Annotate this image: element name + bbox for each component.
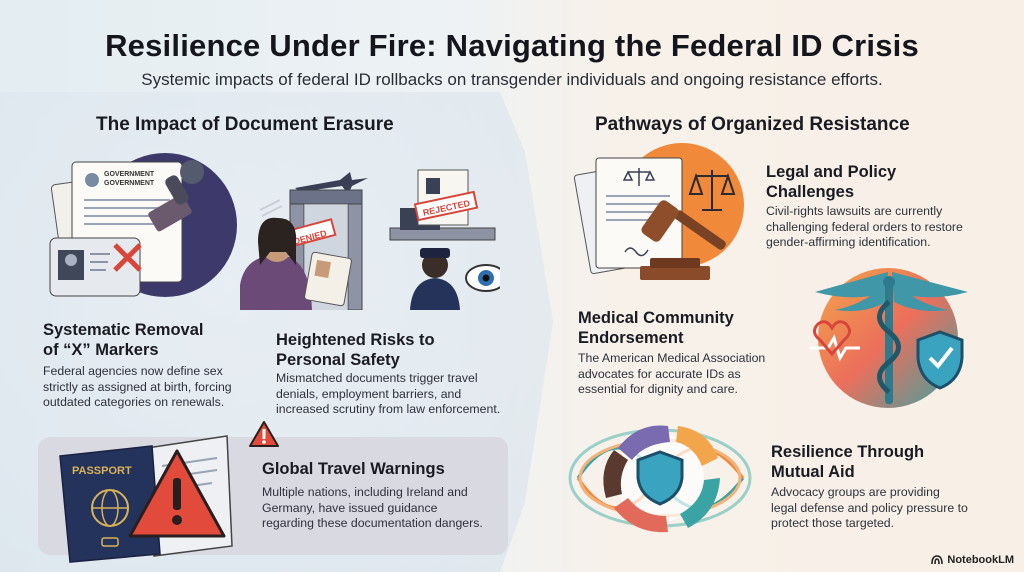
page-title: Resilience Under Fire: Navigating the Fe… [105,28,919,63]
medical-caduceus-illustration [810,268,968,408]
right-section-title: Pathways of Organized Resistance [595,114,910,135]
passport-label: PASSPORT [72,465,132,477]
page-subtitle: Systemic impacts of federal ID rollbacks… [141,70,883,89]
legal-gavel-illustration [573,143,744,280]
notebooklm-logo-icon [931,555,944,565]
left-section-title: The Impact of Document Erasure [96,114,394,135]
doc-header-2: GOVERNMENT [104,180,155,187]
brand-label: NotebookLM [947,554,1014,566]
warning-icon [249,421,279,447]
document-stamp-illustration: GOVERNMENT GOVERNMENT [49,153,237,297]
doc-header-1: GOVERNMENT [104,171,155,178]
mutual-aid-hands-illustration [568,425,752,533]
notebooklm-logo: NotebookLM [931,554,1014,566]
airport-security-illustration: DENIED REJECTED [240,169,500,310]
travel-item-title: Global Travel Warnings [262,460,445,478]
passport-warning-illustration: PASSPORT [59,435,233,563]
